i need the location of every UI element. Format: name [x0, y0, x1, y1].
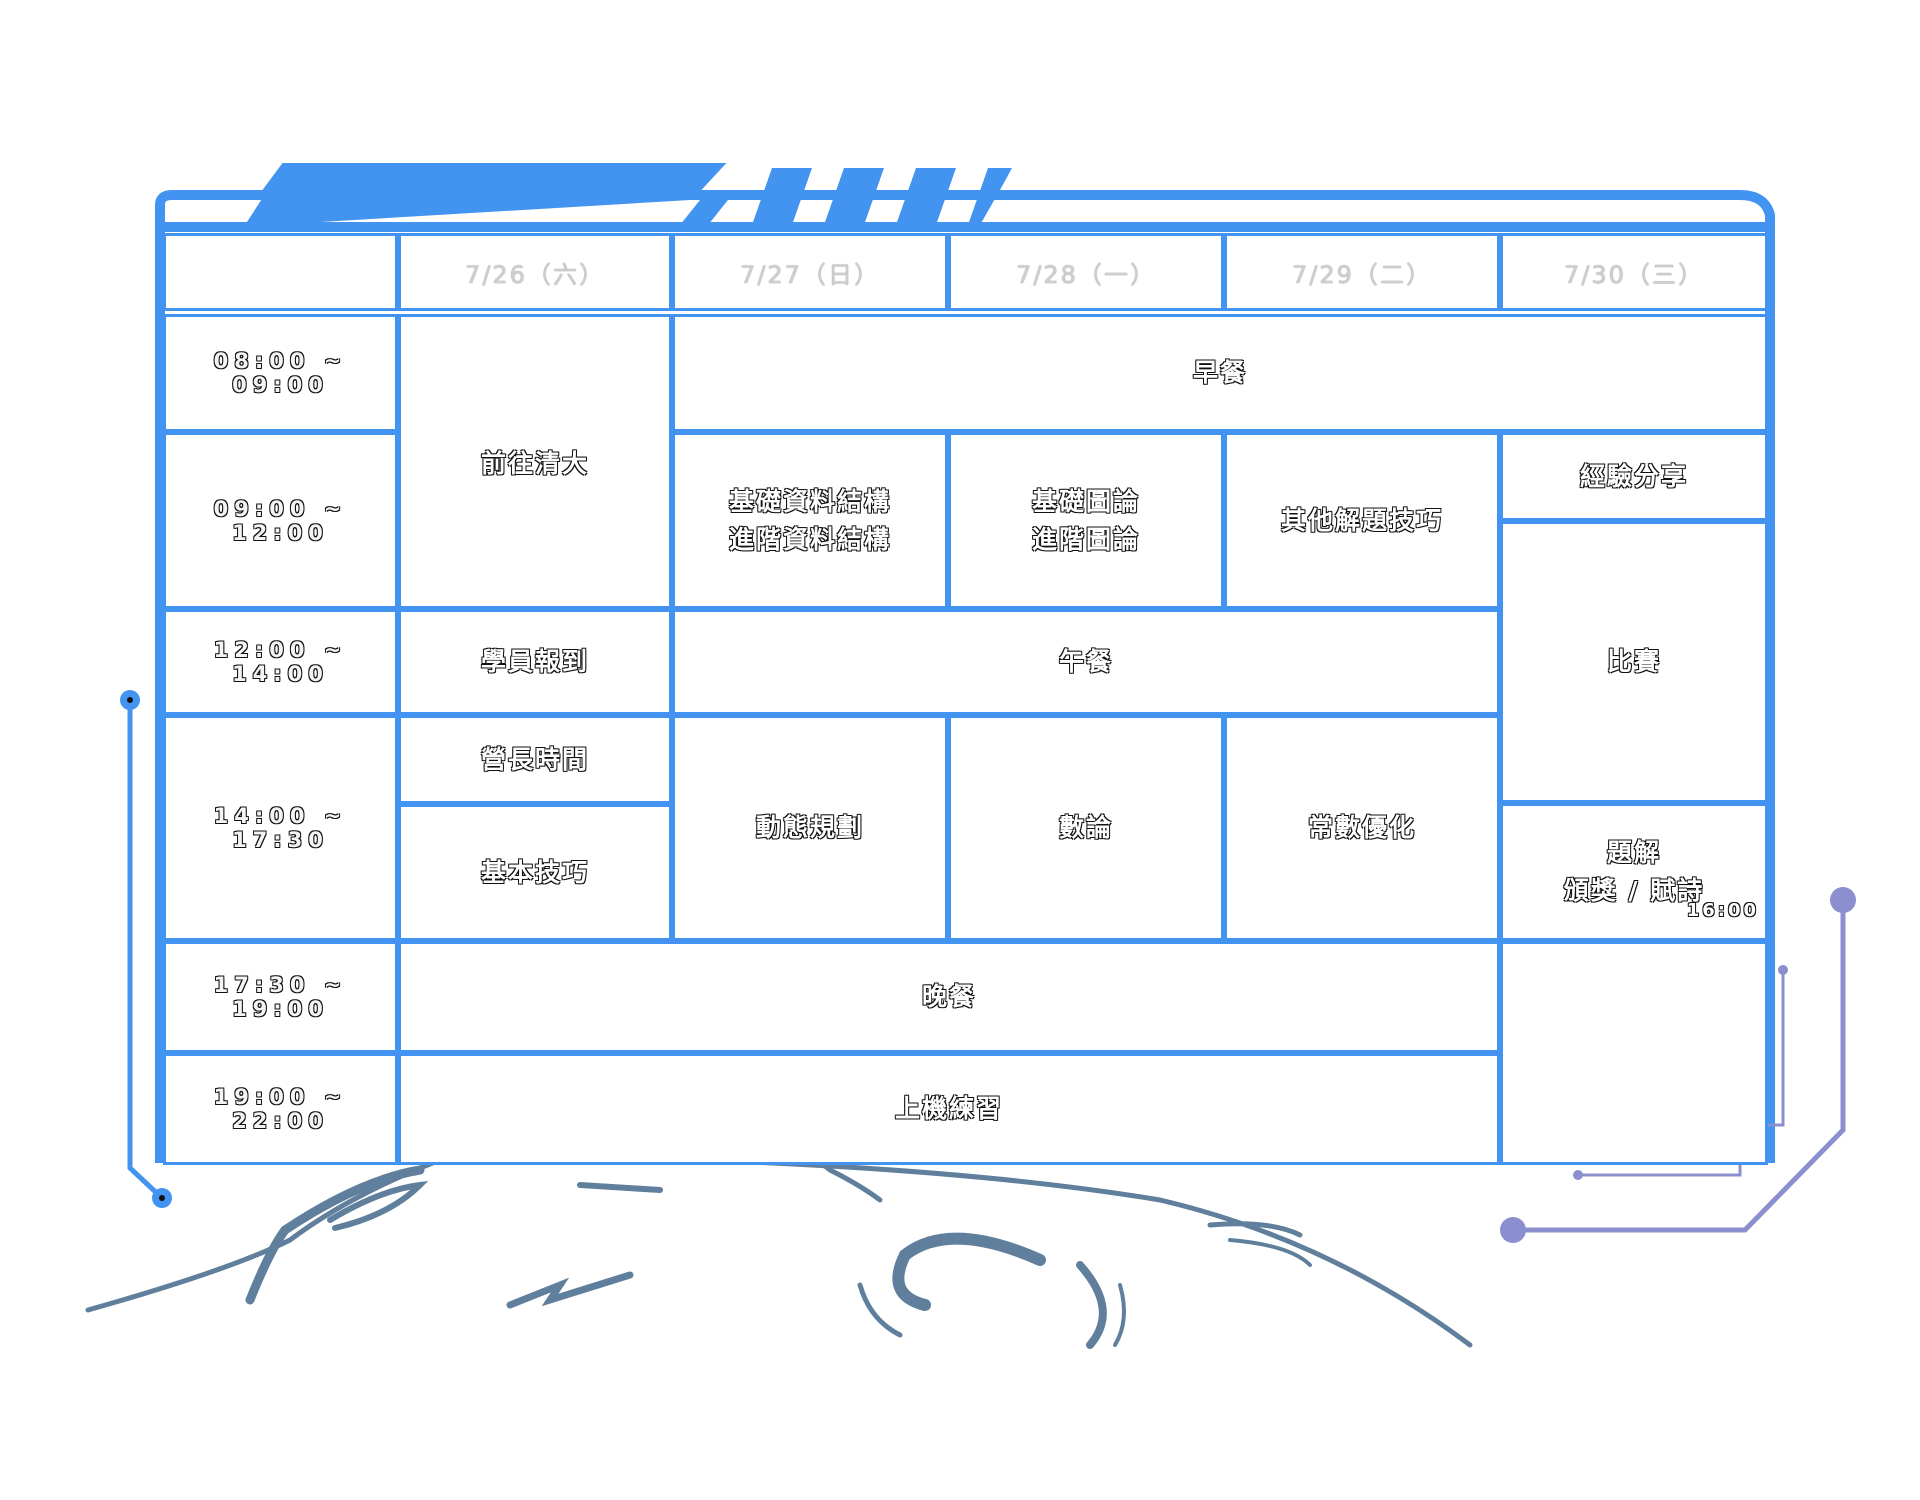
right-circuit-node [1778, 965, 1788, 975]
event-dynamic-programming: 動態規劃 [672, 715, 948, 941]
event-contest: 比賽 [1500, 521, 1768, 803]
event-label: 基本技巧 [480, 857, 589, 887]
event-lunch: 午餐 [672, 609, 1500, 715]
right-circuit-node [1573, 1170, 1583, 1180]
event-registration: 學員報到 [398, 609, 672, 715]
left-circuit-line [127, 700, 164, 1200]
event-label: 常數優化 [1307, 813, 1416, 842]
right-circuit-line [1513, 900, 1846, 1233]
awards-time: 16:00 [1686, 900, 1759, 921]
empty-cell-0730-evening [1500, 941, 1768, 1165]
event-experience: 經驗分享 [1500, 432, 1768, 521]
frame-top-inner [165, 222, 1765, 232]
frame-stripe [752, 168, 812, 225]
event-camp-leader: 營長時間 [398, 715, 672, 804]
right-circuit-node [1500, 1217, 1526, 1243]
day-header-0729: 7/29（二） [1224, 233, 1500, 311]
event-practice: 上機練習 [398, 1053, 1500, 1165]
event-label: 進階資料結構 [728, 524, 891, 554]
day-header-0726: 7/26（六） [398, 233, 672, 311]
event-label: 前往清大 [480, 449, 589, 478]
event-label: 頒獎 / 賦詩 [1563, 876, 1705, 905]
event-label: 經驗分享 [1579, 461, 1688, 491]
left-circuit-node-inner [159, 1195, 165, 1201]
event-constant-optimization: 常數優化 [1224, 715, 1500, 941]
event-dinner: 晚餐 [398, 941, 1500, 1053]
event-breakfast: 早餐 [672, 314, 1768, 432]
frame-stripe [680, 200, 728, 225]
left-circuit-node-inner [127, 697, 133, 703]
frame-tab-block [245, 168, 715, 225]
event-label: 基礎資料結構 [728, 486, 891, 516]
event-graph-theory: 基礎圖論 進階圖論 [948, 432, 1224, 609]
corner-cell [163, 233, 398, 311]
event-data-structures: 基礎資料結構 進階資料結構 [672, 432, 948, 609]
time-slot-0900: 09:00 ~ 12:00 [163, 432, 398, 609]
time-slot-1200: 12:00 ~ 14:00 [163, 609, 398, 715]
event-label: 上機練習 [894, 1094, 1003, 1123]
event-label: 學員報到 [480, 647, 589, 676]
event-label: 題解 [1606, 838, 1661, 867]
day-header-0728: 7/28（一） [948, 233, 1224, 311]
event-basic-tricks: 基本技巧 [398, 804, 672, 941]
frame-stripe [896, 168, 956, 225]
event-solution-awards: 題解 頒獎 / 賦詩 16:00 [1500, 803, 1768, 941]
time-slot-1730: 17:30 ~ 19:00 [163, 941, 398, 1053]
day-header-0727: 7/27（日） [672, 233, 948, 311]
event-label: 午餐 [1058, 647, 1113, 676]
time-slot-1900: 19:00 ~ 22:00 [163, 1053, 398, 1165]
frame-stripe [824, 168, 884, 225]
frame-stripe [968, 168, 1012, 225]
event-label: 早餐 [1192, 358, 1247, 387]
event-label: 動態規劃 [755, 813, 864, 842]
event-label: 比賽 [1606, 647, 1661, 676]
right-circuit-node [1830, 887, 1856, 913]
event-label: 營長時間 [480, 744, 589, 774]
event-label: 進階圖論 [1031, 524, 1140, 554]
event-label: 基礎圖論 [1031, 486, 1140, 516]
time-slot-0800: 08:00 ~ 09:00 [163, 314, 398, 432]
time-slot-1400: 14:00 ~ 17:30 [163, 715, 398, 941]
event-travel: 前往清大 [398, 314, 672, 609]
day-header-0730: 7/30（三） [1500, 233, 1768, 311]
event-other-tricks: 其他解題技巧 [1224, 432, 1500, 609]
event-label: 其他解題技巧 [1280, 505, 1443, 535]
event-label: 數論 [1058, 813, 1113, 842]
event-number-theory: 數論 [948, 715, 1224, 941]
event-label: 晚餐 [921, 982, 976, 1011]
